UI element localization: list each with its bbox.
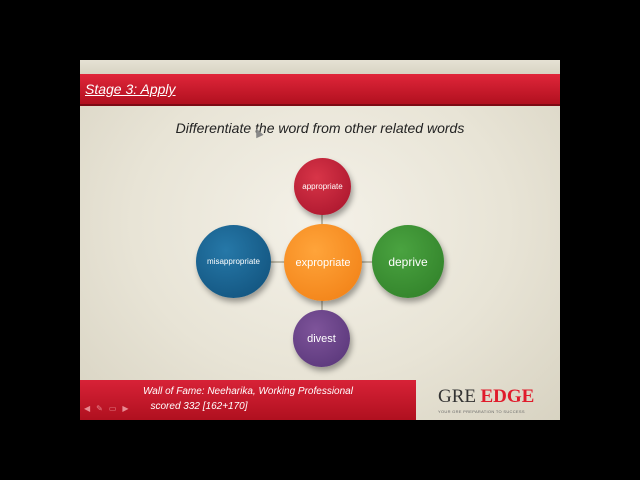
slide: Stage 3: Apply Differentiate the word fr… xyxy=(80,60,560,420)
gre-edge-logo: GRE EDGE YOUR GRE PREPARATION TO SUCCESS xyxy=(438,386,554,416)
logo-tagline: YOUR GRE PREPARATION TO SUCCESS xyxy=(438,409,525,414)
wall-of-fame-line1: Wall of Fame: Neeharika, Working Profess… xyxy=(143,386,353,397)
node-misappropriate[interactable]: misappropriate xyxy=(196,225,271,298)
right-arrow-icon[interactable]: ▶ xyxy=(122,404,129,413)
wall-of-fame-banner: Wall of Fame: Neeharika, Working Profess… xyxy=(80,380,416,420)
node-deprive[interactable]: deprive xyxy=(372,225,444,298)
wall-of-fame-line2: scored 332 [162+170] xyxy=(150,401,248,412)
logo-gre-text: GRE xyxy=(438,386,476,407)
slide-subtitle: Differentiate the word from other relate… xyxy=(175,120,465,136)
slideshow-controls: ◀ ✎ ▭ ▶ xyxy=(84,404,129,413)
menu-icon[interactable]: ▭ xyxy=(108,404,117,413)
left-arrow-icon[interactable]: ◀ xyxy=(84,404,91,413)
pen-icon[interactable]: ✎ xyxy=(96,404,103,413)
logo-edge-text: EDGE xyxy=(480,386,535,407)
slide-header: Stage 3: Apply xyxy=(80,74,560,106)
slide-top-strip xyxy=(80,60,560,74)
stage-title: Stage 3: Apply xyxy=(85,81,176,97)
node-divest[interactable]: divest xyxy=(293,310,350,367)
node-expropriate[interactable]: expropriate xyxy=(284,224,362,301)
node-appropriate[interactable]: appropriate xyxy=(294,158,351,215)
